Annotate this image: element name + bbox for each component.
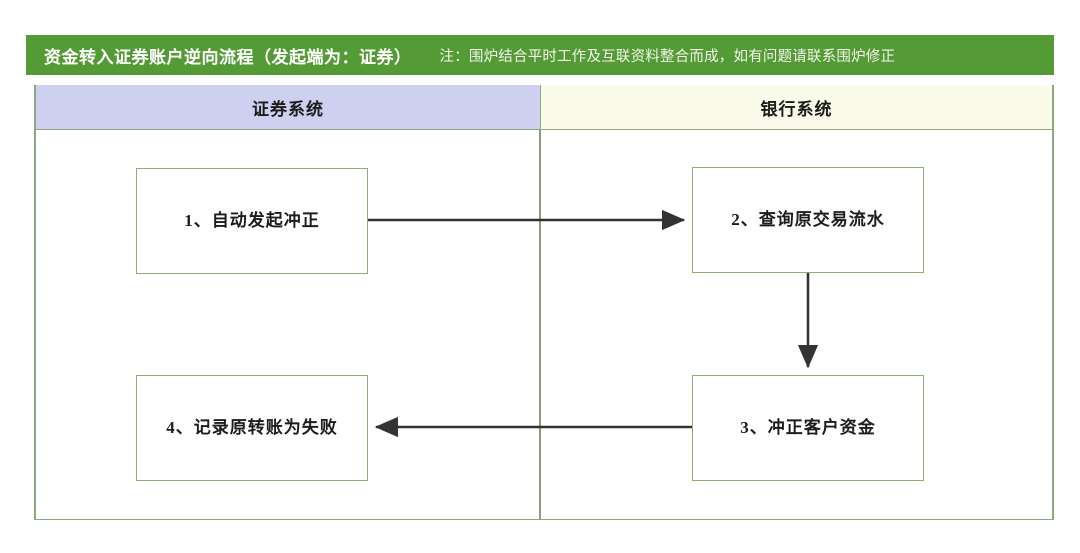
process-node-1[interactable]: 1、自动发起冲正	[136, 168, 368, 274]
process-node-3-label: 3、冲正客户资金	[740, 417, 876, 437]
lane-header-bank: 银行系统	[540, 85, 1054, 130]
lane-title-securities: 证券系统	[252, 99, 324, 119]
process-node-2[interactable]: 2、查询原交易流水	[692, 167, 924, 273]
diagram-title: 资金转入证券账户逆向流程（发起端为：证券）	[44, 47, 412, 67]
process-node-4-label: 4、记录原转账为失败	[166, 417, 338, 437]
lane-header-securities: 证券系统	[34, 85, 540, 130]
diagram-note: 注：围炉结合平时工作及互联资料整合而成，如有问题请联系围炉修正	[439, 48, 896, 65]
process-node-2-label: 2、查询原交易流水	[731, 209, 885, 229]
diagram-title-bar: 资金转入证券账户逆向流程（发起端为：证券） 注：围炉结合平时工作及互联资料整合而…	[26, 35, 1054, 75]
lane-divider	[539, 130, 541, 520]
process-node-1-label: 1、自动发起冲正	[184, 210, 320, 230]
lane-title-bank: 银行系统	[760, 99, 833, 119]
process-node-4[interactable]: 4、记录原转账为失败	[136, 375, 368, 481]
process-node-3[interactable]: 3、冲正客户资金	[692, 375, 924, 481]
